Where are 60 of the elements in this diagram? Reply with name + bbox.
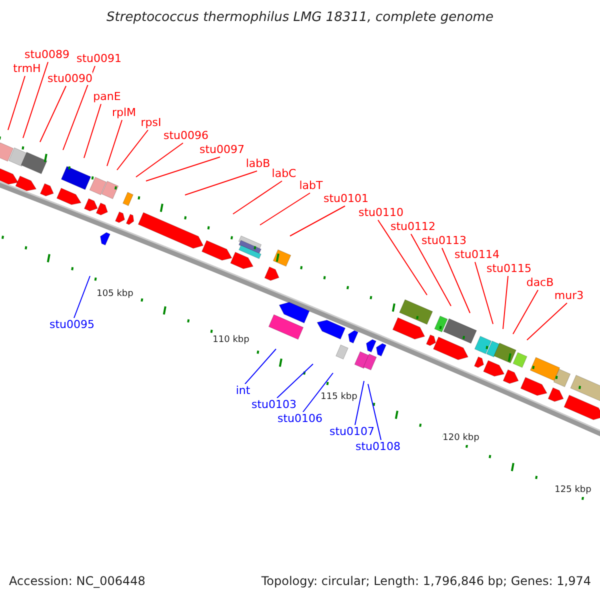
gene-label: stu0112	[390, 220, 436, 233]
gene-label: stu0090	[48, 72, 92, 85]
leader-line	[354, 380, 364, 426]
leader-line	[22, 62, 48, 138]
gene-label: trmH	[13, 62, 41, 75]
accession-text: Accession: NC_006448	[9, 575, 146, 588]
leader-line	[526, 302, 568, 340]
leader-line	[290, 206, 346, 236]
leader-line	[106, 120, 122, 166]
gene-label: stu0089	[24, 48, 70, 61]
leader-line	[244, 348, 276, 384]
gene-label: stu0095	[50, 318, 94, 331]
leader-line	[378, 220, 428, 296]
scale-label: 110 kbp	[212, 334, 250, 347]
leader-line	[302, 372, 334, 412]
gene-label: int	[236, 384, 250, 397]
leader-line	[260, 192, 310, 226]
gene-label: dacB	[526, 276, 554, 289]
gene-label: stu0103	[252, 398, 296, 411]
gene-label: stu0091	[76, 52, 122, 65]
gene-label: stu0115	[486, 262, 532, 275]
leader-line	[8, 76, 26, 130]
title: Streptococcus thermophilus LMG 18311, complete genome	[106, 11, 494, 24]
gene-label: stu0097	[200, 143, 244, 156]
leader-line	[184, 170, 258, 196]
gene-label: rplM	[112, 106, 136, 119]
leader-line	[512, 290, 538, 334]
leader-line	[40, 86, 66, 142]
leader-line	[74, 276, 90, 318]
gene-label: stu0096	[164, 129, 208, 142]
scale-label: 120 kbp	[442, 432, 480, 445]
gene-label: stu0113	[422, 234, 466, 247]
gene-label: panE	[93, 90, 121, 103]
scale-label: 115 kbp	[320, 391, 358, 404]
gene-label: labC	[272, 167, 296, 180]
leader-line	[84, 104, 102, 158]
leader-line	[136, 142, 184, 178]
leader-line	[116, 130, 148, 170]
gene-label: stu0110	[358, 206, 404, 219]
gene-label: stu0101	[324, 192, 368, 205]
leader-line	[474, 262, 494, 324]
gene-label: stu0106	[278, 412, 322, 425]
leader-line	[410, 234, 452, 306]
gene-label: stu0107	[330, 425, 374, 438]
leader-line	[62, 66, 96, 150]
gene-label: stu0114	[454, 248, 500, 261]
genome-info-text: Topology: circular; Length: 1,796,846 bp; Genes: 1,974	[261, 575, 591, 588]
leader-line	[368, 384, 382, 440]
gene-label: mur3	[554, 289, 584, 302]
gene-label: labT	[299, 179, 323, 192]
gene-label: stu0108	[356, 440, 400, 453]
leader-line	[442, 248, 470, 314]
leader-line	[502, 276, 508, 330]
scale-label: 105 kbp	[96, 288, 134, 301]
leader-line	[146, 156, 220, 182]
leader-line	[232, 180, 282, 214]
leader-line	[276, 364, 314, 398]
scale-label: 125 kbp	[554, 484, 592, 497]
gene-label: labB	[246, 157, 270, 170]
gene-label: rpsI	[140, 116, 162, 129]
